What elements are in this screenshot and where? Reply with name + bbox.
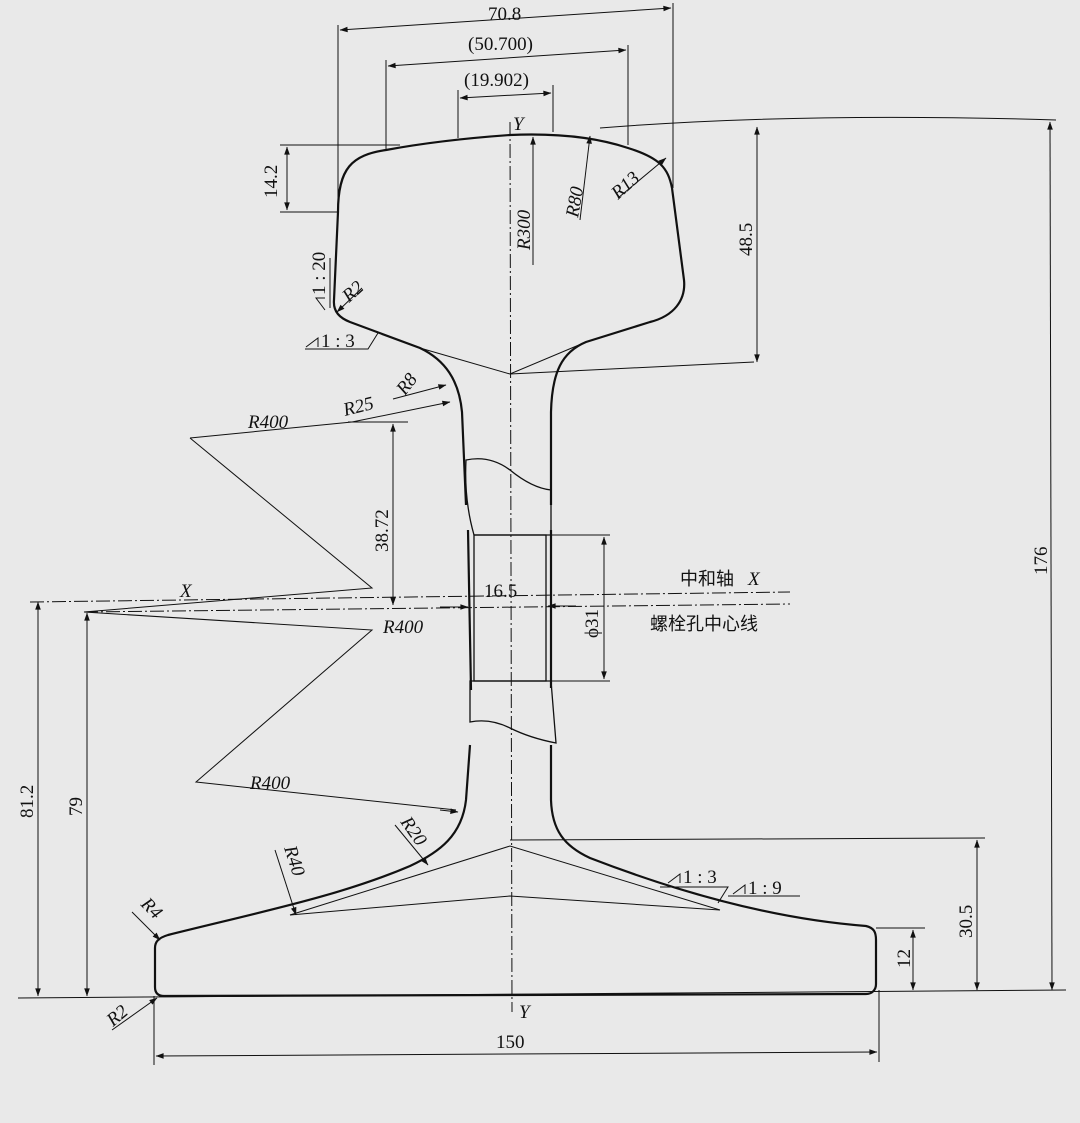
radius-r400-mid: R400 (382, 617, 424, 638)
svg-text:1 : 3: 1 : 3 (683, 867, 717, 888)
axis-x: X (179, 581, 193, 602)
slope-head-side: 1 : 20 (309, 252, 330, 311)
dim-head-height: 48.5 (736, 223, 757, 256)
svg-text:1 : 9: 1 : 9 (748, 878, 782, 899)
radius-r80: R80 (562, 185, 588, 220)
dim-base-slope-height: 30.5 (956, 905, 977, 938)
dim-web-to-hole: 38.72 (372, 509, 393, 552)
radius-r400-top: R400 (247, 412, 289, 433)
dimension-lines (17, 3, 1067, 1065)
radius-r2-base: R2 (102, 1001, 133, 1032)
radius-r300: R300 (514, 209, 535, 251)
svg-text:1 : 20: 1 : 20 (309, 252, 330, 295)
centerlines (29, 121, 791, 1013)
slope-head-under: 1 : 3 (305, 331, 355, 352)
radius-r13: R13 (607, 168, 645, 205)
dim-base-width: 150 (496, 1032, 525, 1053)
dim-head-side: 14.2 (261, 165, 282, 198)
slope-base-upper: 1 : 3 (667, 867, 717, 888)
dim-base-edge: 12 (894, 949, 915, 968)
neutral-axis-label: 中和轴 (680, 569, 734, 590)
rail-profile (153, 133, 986, 998)
dim-neutral-height: 81.2 (17, 785, 38, 818)
dim-head-width: 70.8 (488, 4, 521, 25)
neutral-axis-symbol: X (747, 569, 761, 590)
slope-base-lower: 1 : 9 (732, 878, 782, 899)
radius-r25: R25 (340, 393, 376, 421)
svg-text:1 : 3: 1 : 3 (321, 331, 355, 352)
radius-r400-low: R400 (249, 773, 291, 794)
dim-hole-diameter: ϕ31 (582, 609, 603, 638)
dim-web-thickness: 16.5 (484, 581, 517, 602)
bolt-hole-centerline-label: 螺栓孔中心线 (650, 614, 758, 635)
dim-head-crown: (50.700) (468, 34, 533, 55)
bolt-hole (473, 534, 547, 682)
axis-y-top: Y (513, 114, 526, 135)
labels: 70.8 (50.700) (19.902) Y Y X 14.2 48.5 1… (17, 4, 1052, 1053)
dim-hole-height: 79 (66, 797, 87, 816)
radius-r4: R4 (136, 893, 167, 924)
dim-total-height: 176 (1031, 547, 1052, 576)
radius-r2-head: R2 (338, 277, 369, 308)
web-hatch-upper (465, 458, 552, 536)
dim-head-inner: (19.902) (464, 70, 529, 91)
radius-r40: R40 (279, 842, 309, 879)
web-hatch-lower (469, 680, 557, 744)
radius-leaders (83, 135, 800, 1031)
radius-r8: R8 (392, 369, 422, 400)
axis-y-bottom: Y (519, 1002, 532, 1023)
radius-r20: R20 (395, 812, 431, 850)
